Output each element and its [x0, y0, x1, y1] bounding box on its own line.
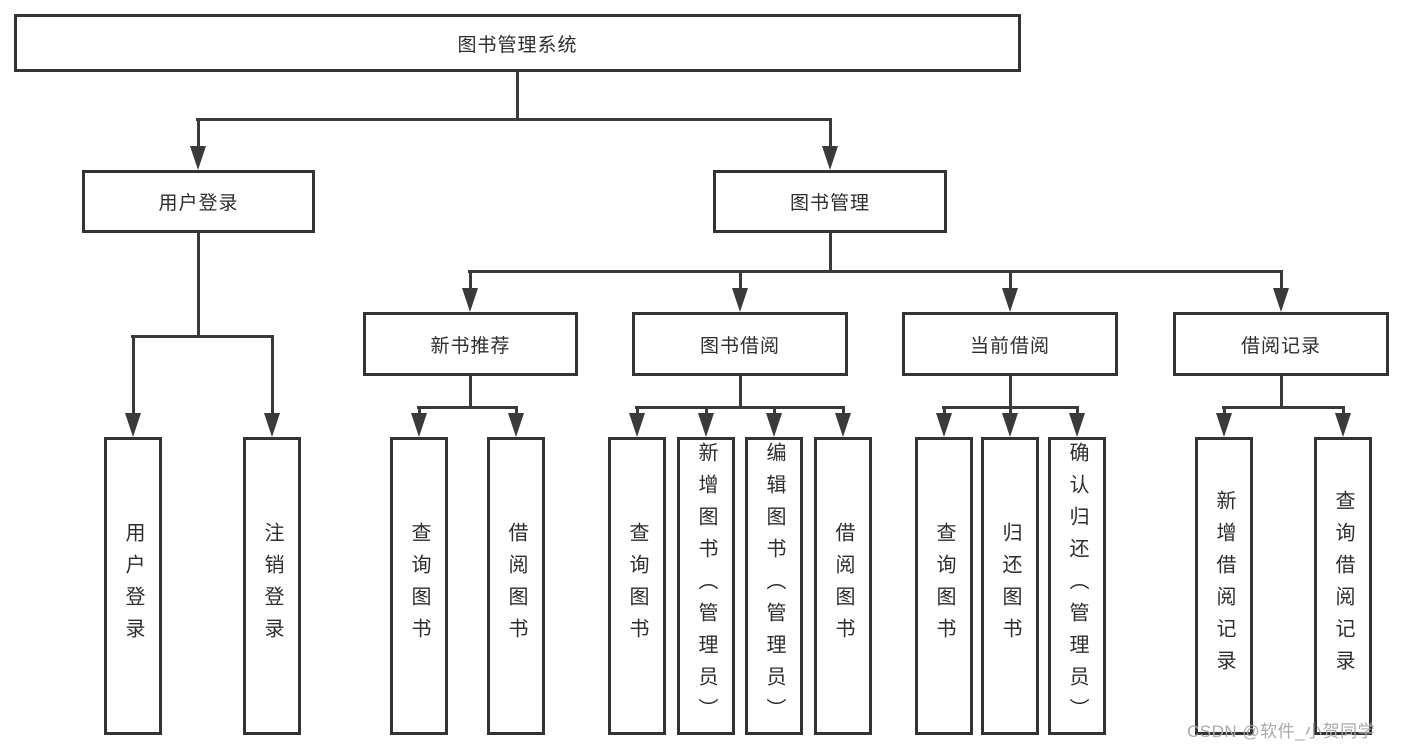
arrow-down-icon — [1069, 413, 1085, 437]
leaf-logout: 注销登录 — [243, 437, 301, 735]
leaf-confirm-return-admin: 确认归还（管理员） — [1048, 437, 1106, 735]
connector-root-bar — [196, 118, 832, 121]
leaf-label: 借阅图书 — [505, 522, 527, 650]
leaf-return-books: 归还图书 — [981, 437, 1039, 735]
connector-records-bar — [1222, 406, 1345, 409]
connector-userlogin-stem — [197, 233, 200, 337]
connector-bookmgmt-bar — [468, 270, 1283, 273]
leaf-label: 查询图书 — [626, 522, 648, 650]
leaf-edit-books-admin: 编辑图书（管理员） — [745, 437, 803, 735]
leaf-label: 新增图书（管理员） — [695, 442, 717, 730]
connector-drop-level3 — [739, 270, 742, 290]
arrow-down-icon — [1335, 413, 1351, 437]
connector-borrow-bar — [635, 406, 845, 409]
arrow-down-icon — [936, 413, 952, 437]
connector-drop-user-login — [197, 118, 200, 148]
leaf-query-books-borrow: 查询图书 — [608, 437, 666, 735]
leaf-label: 新增借阅记录 — [1213, 490, 1235, 682]
node-current-borrow: 当前借阅 — [902, 312, 1118, 376]
connector-drop-leaf — [842, 406, 845, 415]
leaf-label: 归还图书 — [999, 522, 1021, 650]
connector-drop-book-management — [829, 118, 832, 148]
node-user-login: 用户登录 — [82, 170, 315, 233]
leaf-query-books-current: 查询图书 — [915, 437, 973, 735]
leaf-label: 查询图书 — [933, 522, 955, 650]
connector-drop-leaf — [705, 406, 708, 415]
leaf-add-borrow-record: 新增借阅记录 — [1195, 437, 1253, 735]
connector-drop-leaf — [1342, 406, 1345, 415]
leaf-borrow-books-recommend: 借阅图书 — [487, 437, 545, 735]
arrow-down-icon — [1002, 413, 1018, 437]
connector-current-stem — [1009, 376, 1012, 408]
arrow-down-icon — [462, 288, 478, 312]
leaf-user-login: 用户登录 — [104, 437, 162, 735]
node-book-borrow: 图书借阅 — [632, 312, 848, 376]
connector-drop-leaf — [636, 406, 639, 415]
connector-newbook-stem — [469, 376, 472, 408]
leaf-borrow-books: 借阅图书 — [814, 437, 872, 735]
node-book-management: 图书管理 — [713, 170, 947, 233]
arrow-down-icon — [822, 146, 838, 170]
node-new-book-recommend: 新书推荐 — [363, 312, 578, 376]
connector-drop-leaf — [418, 406, 421, 415]
connector-borrow-stem — [739, 376, 742, 408]
arrow-down-icon — [1273, 288, 1289, 312]
arrow-down-icon — [190, 146, 206, 170]
connector-userlogin-bar — [131, 335, 274, 338]
csdn-watermark: CSDN @软件_小贺同学 — [1187, 722, 1376, 741]
arrow-down-icon — [698, 413, 714, 437]
arrow-down-icon — [264, 413, 280, 437]
node-library-management-system: 图书管理系统 — [14, 14, 1021, 72]
arrow-down-icon — [1002, 288, 1018, 312]
arrow-down-icon — [835, 413, 851, 437]
connector-drop-leaf — [515, 406, 518, 415]
connector-drop-leaf — [773, 406, 776, 415]
connector-drop-level3 — [1009, 270, 1012, 290]
leaf-label: 用户登录 — [122, 522, 144, 650]
leaf-label: 注销登录 — [261, 522, 283, 650]
connector-bookmgmt-stem — [829, 233, 832, 272]
connector-drop-level3 — [1280, 270, 1283, 290]
leaf-label: 查询图书 — [408, 522, 430, 650]
leaf-label: 编辑图书（管理员） — [763, 442, 785, 730]
connector-records-stem — [1280, 376, 1283, 408]
leaf-query-books-recommend: 查询图书 — [390, 437, 448, 735]
arrow-down-icon — [1216, 413, 1232, 437]
connector-drop-leaf — [943, 406, 946, 415]
connector-drop-level3 — [469, 270, 472, 290]
arrow-down-icon — [629, 413, 645, 437]
leaf-query-borrow-record: 查询借阅记录 — [1314, 437, 1372, 735]
leaf-add-books-admin: 新增图书（管理员） — [677, 437, 735, 735]
arrow-down-icon — [766, 413, 782, 437]
leaf-label: 查询借阅记录 — [1332, 490, 1354, 682]
connector-drop-leaf — [1223, 406, 1226, 415]
connector-drop-leaf — [1009, 406, 1012, 415]
connector-drop-leaf — [1076, 406, 1079, 415]
connector-newbook-bar — [417, 406, 518, 409]
arrow-down-icon — [125, 413, 141, 437]
arrow-down-icon — [508, 413, 524, 437]
connector-root-stem — [516, 71, 519, 120]
leaf-label: 确认归还（管理员） — [1066, 442, 1088, 730]
leaf-label: 借阅图书 — [832, 522, 854, 650]
arrow-down-icon — [411, 413, 427, 437]
arrow-down-icon — [732, 288, 748, 312]
node-borrow-records: 借阅记录 — [1173, 312, 1389, 376]
connector-drop-leaf — [132, 335, 135, 415]
connector-drop-leaf — [271, 335, 274, 415]
